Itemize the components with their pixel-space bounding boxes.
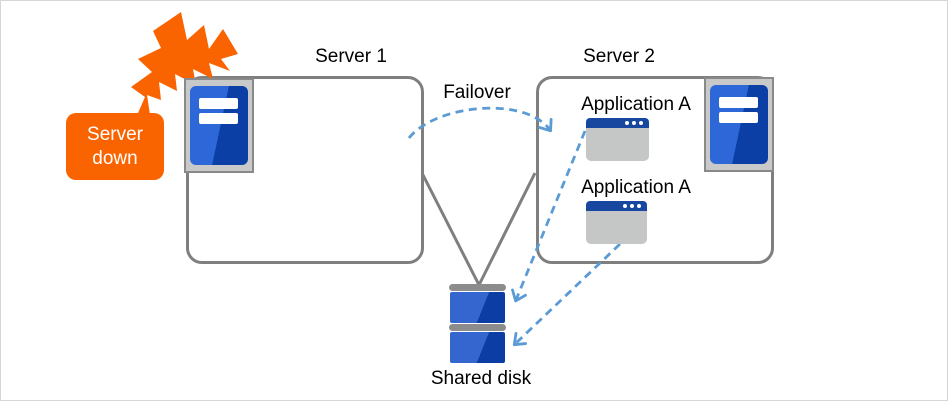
server-slot bbox=[199, 113, 238, 124]
disk-cap bbox=[449, 324, 506, 331]
application-a-label-2: Application A bbox=[581, 177, 691, 198]
server-slot bbox=[719, 112, 758, 123]
server2-disk-connector bbox=[477, 172, 537, 286]
window-body bbox=[586, 128, 649, 161]
server-down-label: Server down bbox=[87, 123, 143, 169]
failover-arrow bbox=[407, 106, 553, 139]
server-slot bbox=[199, 98, 238, 109]
application-window-icon bbox=[586, 118, 649, 161]
disk-platter bbox=[450, 292, 505, 323]
window-titlebar bbox=[586, 201, 647, 211]
application-a-label-1: Application A bbox=[581, 94, 691, 115]
server1-disk-connector bbox=[420, 172, 481, 286]
window-dots-icon bbox=[623, 204, 641, 208]
shared-disk-icon bbox=[449, 284, 506, 363]
disk-platter bbox=[450, 332, 505, 363]
server-slot bbox=[719, 97, 758, 108]
failover-label: Failover bbox=[443, 82, 511, 103]
server2-server-icon bbox=[704, 77, 774, 172]
server2-title: Server 2 bbox=[583, 46, 655, 67]
window-body bbox=[586, 211, 647, 244]
shared-disk-label: Shared disk bbox=[430, 368, 532, 389]
server-down-callout: Server down bbox=[66, 113, 164, 180]
window-titlebar bbox=[586, 118, 649, 128]
server1-server-icon bbox=[184, 78, 254, 173]
disk-cap bbox=[449, 284, 506, 291]
application-window-icon bbox=[586, 201, 647, 244]
server1-title: Server 1 bbox=[315, 46, 387, 67]
window-dots-icon bbox=[625, 121, 643, 125]
